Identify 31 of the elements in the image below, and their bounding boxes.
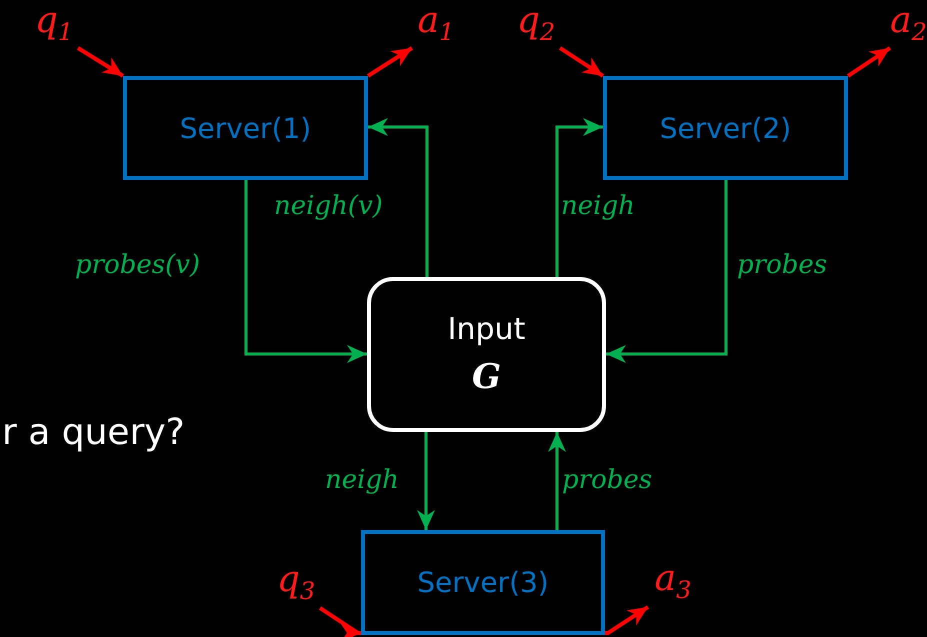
arrow	[846, 46, 892, 78]
variable-label: q$_{3}$	[272, 558, 320, 608]
arrow	[368, 118, 428, 277]
graph-symbol: G	[472, 357, 502, 397]
arrow	[558, 46, 604, 78]
edge-label: probes	[737, 251, 828, 280]
edge-label: probes	[562, 466, 652, 495]
arrow	[605, 605, 650, 635]
server-box: Server(3)	[361, 530, 605, 635]
arrow	[76, 46, 124, 78]
variable-label: a$_{2}$	[890, 0, 927, 48]
input-box	[367, 277, 606, 432]
box-title: Input	[448, 312, 526, 347]
edge-label: neigh	[325, 466, 399, 495]
server-box: Server(1)	[123, 76, 368, 180]
variable-label: a$_{3}$	[648, 557, 698, 607]
variable-label: q$_{1}$	[30, 0, 78, 48]
server-box: Server(2)	[603, 76, 848, 180]
variable-label: a$_{1}$	[412, 0, 460, 48]
edge-label: probes(v)	[75, 251, 200, 280]
arrow	[417, 432, 435, 530]
edge-label: neigh(v)	[274, 192, 383, 221]
arrow	[244, 180, 367, 363]
arrow	[548, 432, 566, 530]
question-text: r a query?	[2, 412, 185, 453]
edge-label: neigh	[561, 192, 635, 221]
arrow	[366, 46, 414, 78]
arrow	[606, 180, 728, 363]
variable-label: q$_{2}$	[512, 0, 560, 48]
arrow	[318, 606, 361, 637]
arrow	[556, 118, 603, 277]
